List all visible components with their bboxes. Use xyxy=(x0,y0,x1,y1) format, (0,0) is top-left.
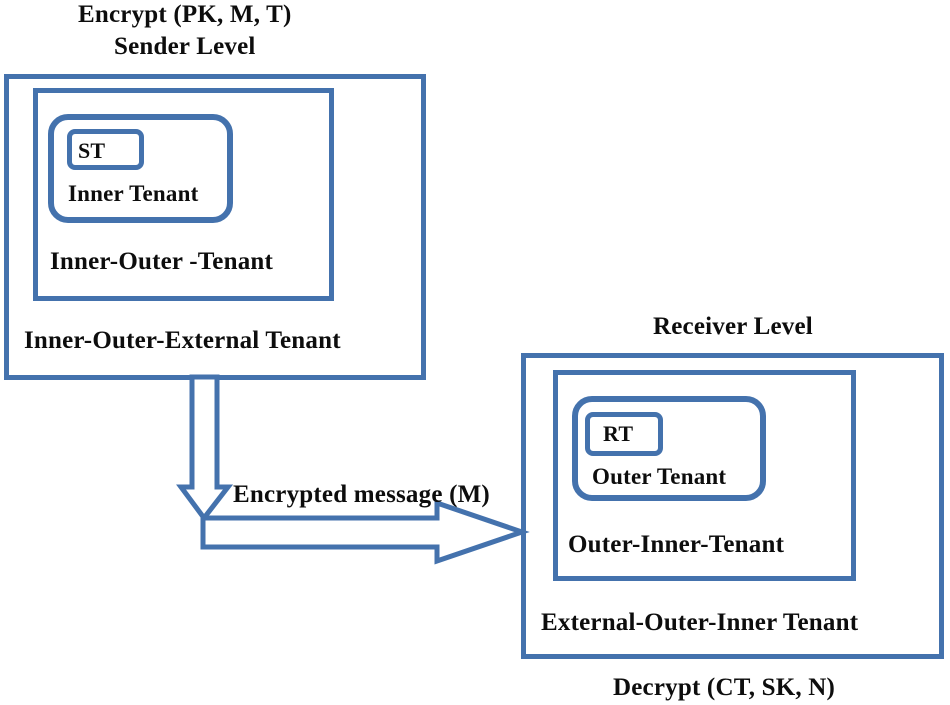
receiver-level-label: Receiver Level xyxy=(653,313,813,340)
receiver-tenant-chip-box xyxy=(585,412,663,456)
receiver-outer-tenant-round-box xyxy=(572,396,766,501)
receiver-mid-tenant-box xyxy=(553,370,856,581)
sender-chip-label: ST xyxy=(78,138,106,163)
receiver-operation-label: Decrypt (CT, SK, N) xyxy=(613,674,836,701)
down-arrow-icon xyxy=(176,374,234,523)
sender-mid-tenant-box xyxy=(33,88,334,301)
sender-inner-tenant-box xyxy=(48,114,233,223)
sender-inner-tenant-label: Inner Tenant xyxy=(68,181,199,206)
right-arrow-icon xyxy=(200,499,530,565)
sender-mid-tenant-label: Inner-Outer -Tenant xyxy=(50,248,274,275)
sender-outer-tenant-label: Inner-Outer-External Tenant xyxy=(24,327,341,354)
receiver-mid-tenant-label: Outer-Inner-Tenant xyxy=(568,531,785,558)
receiver-chip-label: RT xyxy=(603,421,634,446)
sender-level-label: Sender Level xyxy=(114,33,256,60)
receiver-outer-tenant-label: External-Outer-Inner Tenant xyxy=(541,609,859,636)
sender-tenant-chip-box xyxy=(67,129,144,170)
receiver-round-box-label: Outer Tenant xyxy=(592,464,727,489)
sender-operation-label: Encrypt (PK, M, T) xyxy=(78,1,292,28)
encrypted-message-label: Encrypted message (M) xyxy=(233,481,490,508)
